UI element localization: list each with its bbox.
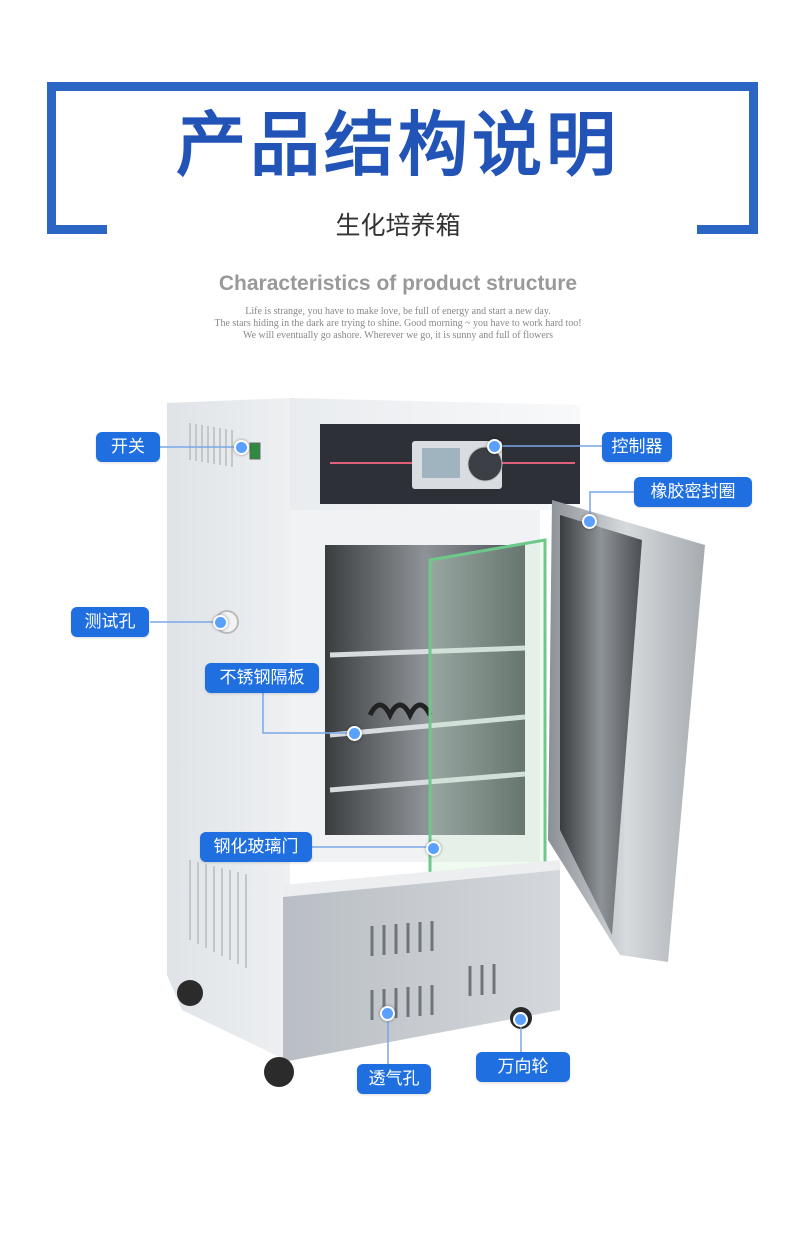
callout-dot-glass-door bbox=[426, 841, 441, 856]
caster-left-front bbox=[264, 1057, 294, 1087]
caster-left-rear bbox=[177, 980, 203, 1006]
callout-dot-test-hole bbox=[213, 615, 228, 630]
label-caster: 万向轮 bbox=[476, 1052, 570, 1082]
page-title: 产品结构说明 bbox=[176, 103, 620, 186]
label-steel-shelf: 不锈钢隔板 bbox=[205, 663, 319, 693]
cabinet-side bbox=[167, 398, 290, 1062]
callout-dot-caster bbox=[513, 1012, 528, 1027]
english-line-1: Life is strange, you have to make love, … bbox=[245, 306, 551, 317]
callout-dot-rubber-seal bbox=[582, 514, 597, 529]
header-frame-bottom-left bbox=[47, 225, 107, 234]
page-subtitle: 生化培养箱 bbox=[335, 211, 461, 240]
glass-door bbox=[428, 538, 547, 890]
cabinet-base bbox=[283, 868, 560, 1062]
label-rubber-seal: 橡胶密封圈 bbox=[634, 477, 752, 507]
label-test-hole: 测试孔 bbox=[71, 607, 149, 637]
english-title: Characteristics of product structure bbox=[218, 272, 578, 295]
callout-dot-steel-shelf bbox=[347, 726, 362, 741]
label-controller: 控制器 bbox=[602, 432, 672, 462]
english-line-3: We will eventually go ashore. Wherever w… bbox=[242, 330, 554, 341]
english-line-2: The stars hiding in the dark are trying … bbox=[214, 318, 582, 329]
callout-dot-vent bbox=[380, 1006, 395, 1021]
power-switch bbox=[249, 442, 261, 460]
label-glass-door: 钢化玻璃门 bbox=[200, 832, 312, 862]
label-vent: 透气孔 bbox=[357, 1064, 431, 1094]
header-frame-bottom-right bbox=[697, 225, 758, 234]
callout-dot-switch bbox=[234, 440, 249, 455]
label-switch: 开关 bbox=[96, 432, 160, 462]
callout-dot-controller bbox=[487, 439, 502, 454]
